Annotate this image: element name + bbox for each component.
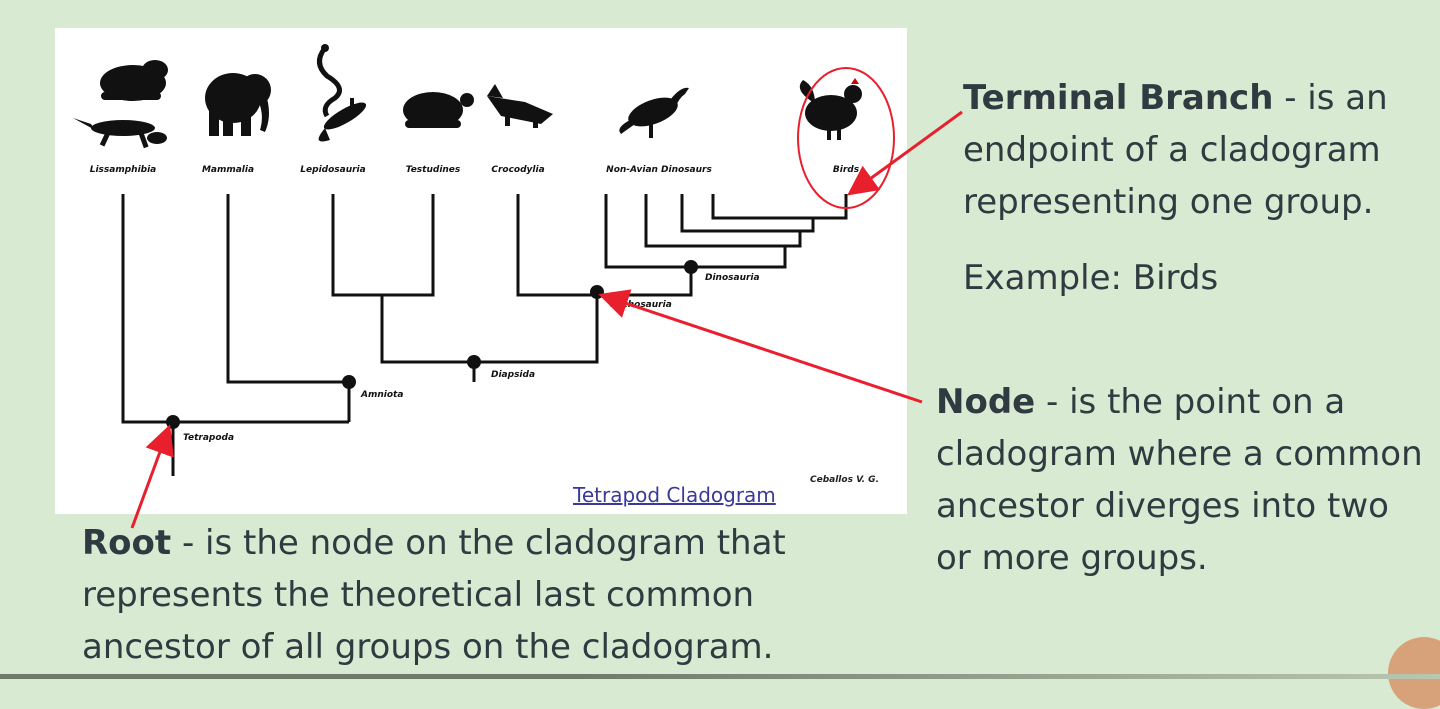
node-amniota bbox=[342, 375, 356, 389]
dinosaur-icon bbox=[619, 87, 689, 138]
taxon-label: Testudines bbox=[405, 165, 461, 175]
clade-label: Tetrapoda bbox=[183, 433, 235, 443]
node-def: or more groups. bbox=[936, 538, 1208, 578]
terminal-branch-example: Example: Birds bbox=[963, 258, 1219, 298]
bottom-rule bbox=[0, 674, 1440, 679]
decorative-circle bbox=[1388, 637, 1440, 709]
clade-label: Amniota bbox=[361, 390, 404, 400]
node-diapsida bbox=[467, 355, 481, 369]
node-def: cladogram where a common bbox=[936, 434, 1423, 474]
snake-icon bbox=[317, 44, 342, 118]
terminal-branch-term: Terminal Branch bbox=[963, 78, 1274, 118]
cladogram-panel: Lissamphibia Mammalia Lepidosauria Testu… bbox=[55, 28, 907, 514]
taxon-label: Mammalia bbox=[201, 165, 255, 175]
node-note: Node - is the point on a cladogram where… bbox=[936, 376, 1436, 584]
taxon-label: Crocodylia bbox=[491, 165, 545, 175]
credit-text: Ceballos V. G. bbox=[810, 475, 879, 485]
node-dinosauria bbox=[684, 260, 698, 274]
crocodile-icon bbox=[487, 84, 553, 128]
taxon-label: Non-Avian Dinosaurs bbox=[606, 165, 712, 175]
node-def: ancestor diverges into two bbox=[936, 486, 1389, 526]
taxon-label: Lepidosauria bbox=[300, 165, 366, 175]
clade-label: Dinosauria bbox=[705, 273, 760, 283]
root-def: - is the node on the cladogram that bbox=[181, 523, 786, 563]
taxon-label: Birds bbox=[832, 165, 860, 175]
silhouettes bbox=[73, 44, 862, 149]
elephant-icon bbox=[205, 73, 271, 136]
branches bbox=[121, 194, 848, 476]
cladogram-figure bbox=[73, 44, 895, 476]
rooster-icon bbox=[799, 78, 862, 140]
turtle-icon bbox=[403, 92, 474, 128]
node-tetrapoda bbox=[166, 415, 180, 429]
tetrapod-cladogram-link[interactable]: Tetrapod Cladogram bbox=[573, 483, 776, 507]
terminal-branch-def: representing one group. bbox=[963, 182, 1374, 222]
root-note: Root - is the node on the cladogram that… bbox=[82, 517, 862, 673]
frog-icon bbox=[100, 60, 168, 101]
node-archosauria bbox=[590, 285, 604, 299]
root-def: ancestor of all groups on the cladogram. bbox=[82, 627, 774, 667]
lizard-icon bbox=[318, 98, 367, 142]
terminal-branch-note: Terminal Branch - is an endpoint of a cl… bbox=[963, 72, 1423, 304]
root-def: represents the theoretical last common bbox=[82, 575, 755, 615]
terminal-branch-def: endpoint of a cladogram bbox=[963, 130, 1381, 170]
node-def: - is the point on a bbox=[1046, 382, 1346, 422]
clade-label: Archosauria bbox=[611, 300, 672, 310]
salamander-icon bbox=[73, 118, 167, 149]
node-term: Node bbox=[936, 382, 1036, 422]
clade-label: Diapsida bbox=[491, 370, 536, 380]
terminal-branch-def: - is an bbox=[1284, 78, 1388, 118]
taxon-label: Lissamphibia bbox=[89, 165, 157, 175]
root-term: Root bbox=[82, 523, 172, 563]
